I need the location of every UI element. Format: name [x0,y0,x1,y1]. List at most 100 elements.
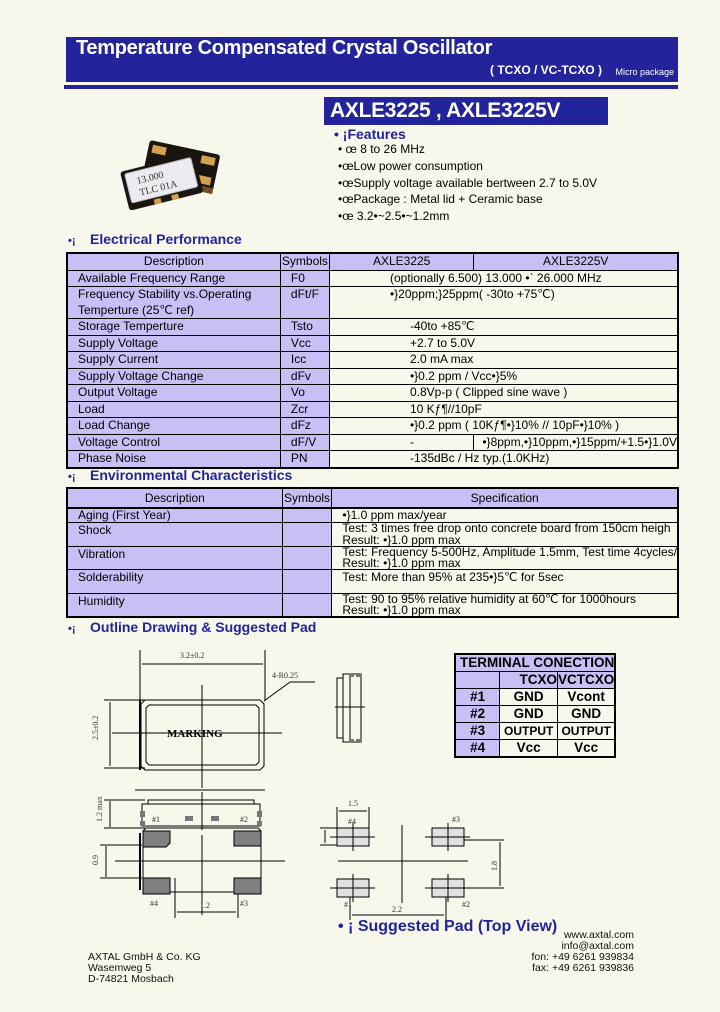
pin-label: #4 [348,817,356,826]
pin-label: #2 [462,900,470,909]
column-header: Description [67,253,281,271]
row-spec-vctcxo: •}8ppm,•}10ppm,•}15ppm/+1.5•}1.0V [473,434,679,451]
row-description: Shock [67,522,283,547]
website-link[interactable]: www.axtal.com [563,929,634,941]
header-banner: Temperature Compensated Crystal Oscillat… [66,37,678,82]
radius-dim: 4-R0.25 [272,671,298,680]
row-spec: Test: Frequency 5-500Hz, Amplitude 1.5mm… [331,545,679,570]
row-symbol [282,508,333,523]
pin-number: #4 [455,739,501,758]
feature-item: •œPackage : Metal lid + Ceramic base [338,192,543,207]
table-row: #4 Vcc Vcc [455,739,616,758]
row-spec: •}1.0 ppm max/year [331,508,679,523]
row-spec: -40to +85℃ [329,318,679,336]
terminal-title-row: TERMINAL CONECTION [455,654,616,672]
table-row: Load Zcr 10 Kƒ¶//10pF [67,401,679,418]
table-row: Vibration Test: Frequency 5-500Hz, Ampli… [67,545,679,570]
row-symbol: Vo [280,384,330,402]
table-row: Supply Voltage Vcc +2.7 to 5.0V [67,335,679,352]
row-spec: •}20ppm;}25ppm( -30to +75℃) [329,286,679,319]
pin-number: #2 [455,705,501,723]
model-name: AXLE3225 , AXLE3225V [324,97,608,125]
terminal-connection-table: TERMINAL CONECTION TCXO VCTCXO #1 GND Vc… [454,653,617,758]
row-description: Vibration [67,546,283,570]
table-row: Phase Noise PN -135dBc / Hz typ.(1.0KHz) [67,450,679,468]
electrical-table: Description Symbols AXLE3225 AXLE3225V A… [66,252,679,469]
page-subtitle: ( TCXO / VC-TCXO ) [490,63,602,77]
company-contact: www.axtal.com info@axtal.com fon: +49 62… [532,930,634,974]
row-description: Aging (First Year) [67,508,283,523]
electrical-heading-text: Electrical Performance [90,231,242,247]
fax-number: fax: +49 6261 939836 [532,962,634,974]
company-address: AXTAL GmbH & Co. KG Wasemweg 5 D-74821 M… [88,952,201,985]
row-description: Voltage Control [67,434,281,451]
row-description: Phase Noise [67,450,281,468]
pad-span-h-dim: 2.2 [392,905,402,914]
environmental-table: Description Symbols Specification Aging … [66,487,679,618]
vctcxo-function: OUTPUT [557,722,616,740]
table-row: Solderability Test: More than 95% at 235… [67,569,679,594]
table-row: Humidity Test: 90 to 95% relative humidi… [67,592,679,617]
outline-heading: •¡Outline Drawing & Suggested Pad [68,619,316,635]
row-symbol: Vcc [280,335,330,352]
column-header: AXLE3225 [329,253,475,271]
table-row: #2 GND GND [455,705,616,723]
email-link[interactable]: info@axtal.com [561,940,634,952]
row-symbol: dFt/F [280,286,330,319]
row-spec: (optionally 6.500) 13.000 •` 26.000 MHz [329,270,679,287]
marking-label: MARKING [167,728,223,740]
vctcxo-function: GND [557,705,616,723]
spec-test: Test: Frequency 5-500Hz, Amplitude 1.5mm… [342,545,677,559]
suggested-pad-drawing: 1.5 #4 #3 #1 #2 2.2 1.8 [320,799,504,920]
column-header: VCTCXO [557,671,616,689]
spec-test: Test: 3 times free drop onto concrete bo… [342,521,671,535]
row-description: Humidity [67,593,283,617]
tcxo-function: GND [499,705,558,723]
table-row: #1 GND Vcont [455,688,616,706]
feature-item: •œ 3.2•~2.5•~1.2mm [338,209,450,224]
pin-label: #3 [240,899,248,908]
row-spec: +2.7 to 5.0V [329,335,679,352]
table-row: Supply Voltage Change dFv •}0.2 ppm / Vc… [67,368,679,385]
suggested-pad-title: • ¡ Suggested Pad (Top View) [338,918,558,935]
pin-label: #3 [452,815,460,824]
row-spec: Test: 3 times free drop onto concrete bo… [331,521,679,547]
pin-label: #4 [150,899,158,908]
features-list: • œ 8 to 26 MHz •œLow power consumption … [338,141,597,225]
outline-heading-text: Outline Drawing & Suggested Pad [90,619,317,635]
table-row: Aging (First Year) •}1.0 ppm max/year [67,508,679,523]
features-heading: • ¡Features [334,126,406,142]
row-description: Available Frequency Range [67,270,281,287]
row-description: Supply Current [67,351,281,369]
pad-span-v-dim: 1.8 [490,861,499,871]
table-row: Available Frequency Range F0 (optionally… [67,270,679,287]
row-description-line: Frequency Stability vs.Operating [78,287,252,301]
package-note: Micro package [615,67,674,77]
electrical-heading: •¡ Electrical Performance [68,231,242,247]
column-header: AXLE3225V [473,253,679,271]
company-street: Wasemweg 5 [88,962,152,974]
table-row: #3 OUTPUT OUTPUT [455,722,616,740]
section-bullet-icon: •¡ [68,235,76,247]
length-dim: 3.2±0.2 [180,651,204,660]
column-header: TCXO [499,671,558,689]
vctcxo-function: Vcont [557,688,616,706]
row-spec: Test: More than 95% at 235•}5℃ for 5sec [331,569,679,594]
column-header: Symbols [280,253,330,271]
row-symbol [282,569,333,594]
width-dim: 2.5±0.2 [91,716,100,740]
page-title: Temperature Compensated Crystal Oscillat… [76,37,493,59]
feature-item: •œSupply voltage available bertween 2.7 … [338,175,598,190]
row-symbol: dFv [280,368,330,385]
header-rule [64,85,678,89]
row-symbol: dFz [280,417,330,435]
row-spec: Test: 90 to 95% relative humidity at 60℃… [331,592,679,617]
row-description: Load [67,401,281,418]
height-dim: 1.2 max [95,796,104,822]
pad-width-dim: 1.5 [348,799,358,808]
row-spec: 2.0 mA max [329,351,679,369]
terminal-title: TERMINAL CONECTION [455,654,616,672]
spec-test: Test: 90 to 95% relative humidity at 60℃… [342,592,637,606]
phone-number: fon: +49 6261 939834 [531,951,634,963]
